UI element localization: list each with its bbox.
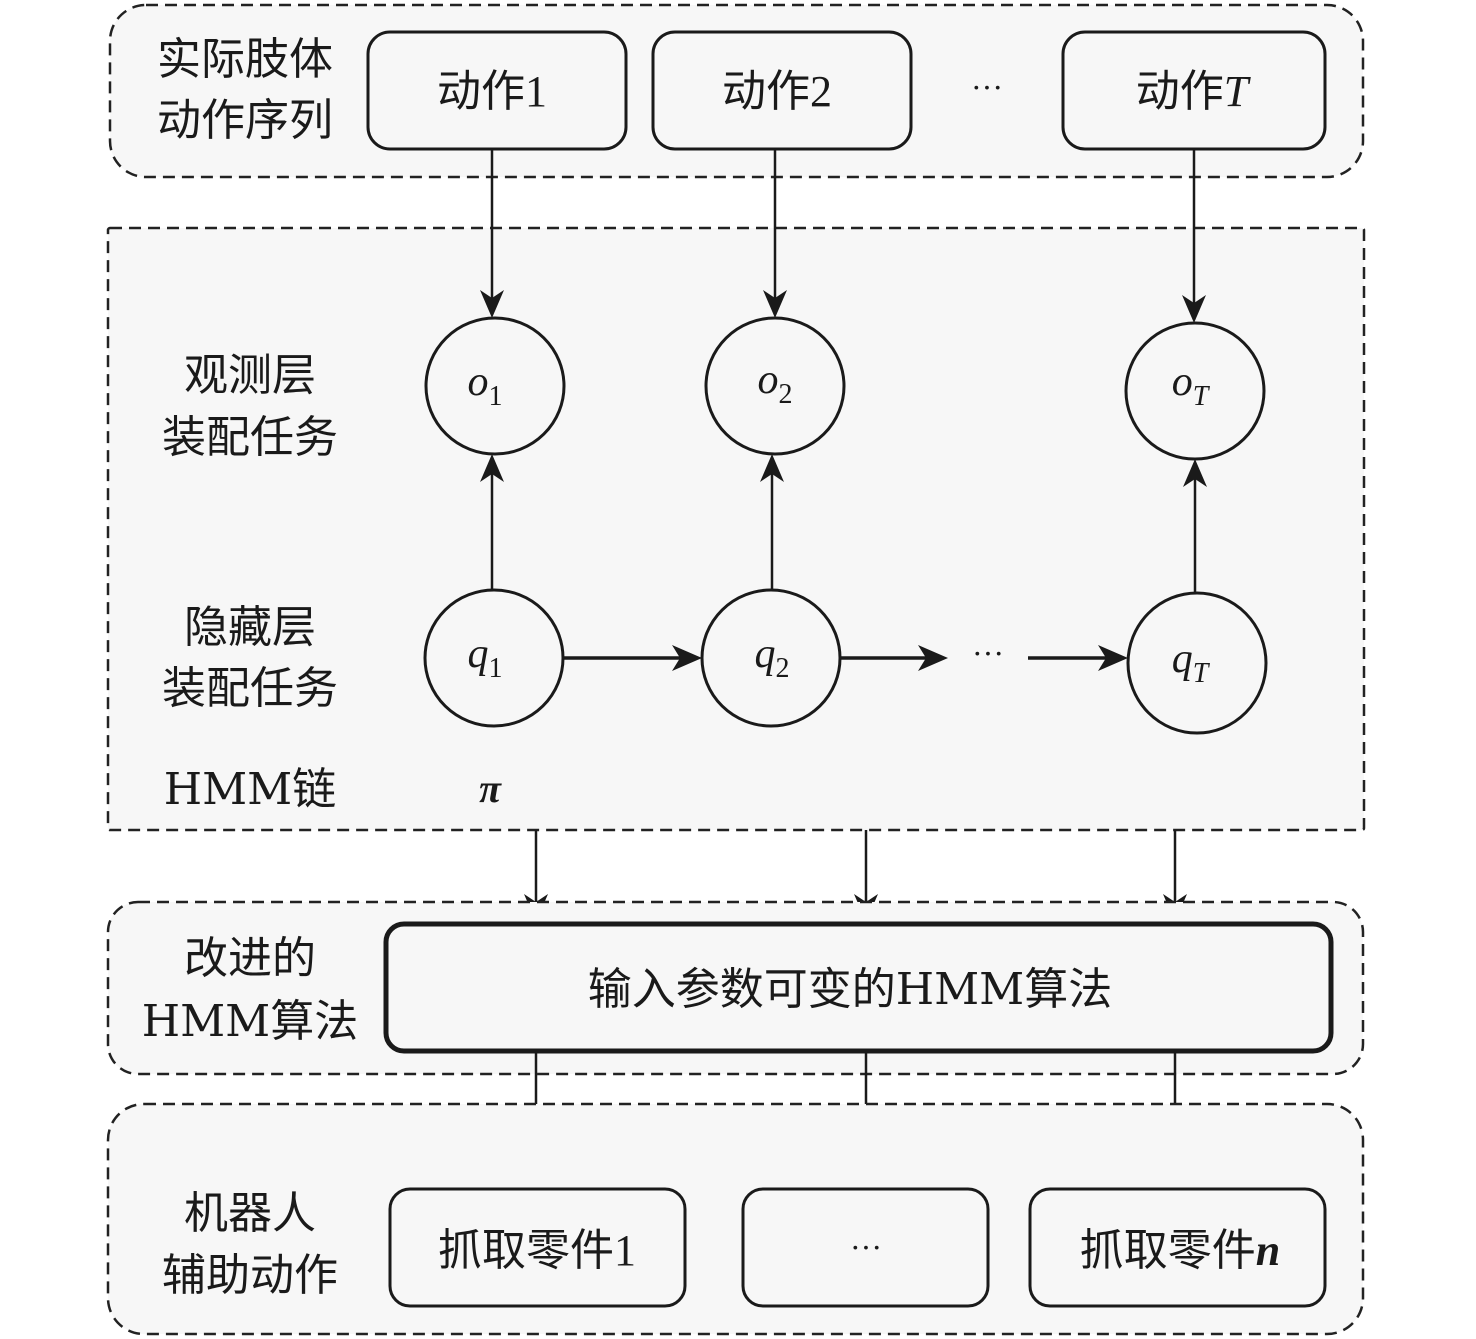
action-T-label: 动作T — [1136, 66, 1252, 117]
robot-output-box-n — [1028, 1187, 1327, 1308]
action-2-label: 动作2 — [722, 66, 832, 117]
observed-node-2 — [704, 316, 846, 456]
hidden-node-T — [1126, 591, 1268, 735]
initial-distribution-pi: π — [479, 766, 502, 811]
arrowhead-o2 — [763, 290, 787, 318]
arrowhead-ellipsis-qT — [1098, 645, 1128, 671]
action-1-label: 动作1 — [437, 66, 547, 117]
arrowhead-o1 — [480, 290, 504, 318]
hidden-node-T-label: qT — [1172, 636, 1211, 689]
hidden-node-1-label: q1 — [468, 631, 503, 684]
observed-node-1-label: o1 — [468, 359, 503, 412]
robot-output-1-label: 抓取零件1 — [438, 1225, 636, 1276]
robot-output-ellipsis-label: ··· — [850, 1229, 882, 1265]
observed-layer-label-line2: 装配任务 — [162, 412, 338, 463]
robot-actions-label-line1: 机器人 — [184, 1188, 316, 1239]
arrowhead-qT-oT — [1183, 459, 1207, 487]
improved-algorithm-label-line2: HMM算法 — [142, 996, 358, 1047]
hidden-chain-ellipsis: ··· — [972, 635, 1004, 671]
action-sequence-label-line2: 动作序列 — [157, 95, 333, 146]
hidden-layer-label-line2: 装配任务 — [162, 663, 338, 714]
hmm-chain-label: HMM链 — [164, 764, 336, 815]
arrowhead-q2-o2 — [760, 454, 784, 482]
improved-algorithm-label-line1: 改进的 — [184, 933, 316, 984]
observed-node-2-label: o2 — [758, 357, 793, 410]
algorithm-box — [383, 921, 1334, 1054]
arrowhead-q2-ellipsis — [918, 645, 948, 671]
action-sequence-label-line1: 实际肢体 — [157, 34, 333, 85]
arrowhead-q1-q2 — [672, 645, 702, 671]
robot-output-box-1 — [388, 1187, 687, 1308]
arrowhead-q1-o1 — [480, 454, 504, 482]
observed-node-1 — [424, 316, 566, 456]
action-box-2 — [651, 30, 913, 151]
arrowhead-oT — [1182, 295, 1206, 323]
actions-ellipsis: ··· — [971, 69, 1003, 105]
algorithm-box-label: 输入参数可变的HMM算法 — [588, 964, 1112, 1015]
observed-node-T-label: oT — [1172, 359, 1211, 412]
robot-output-box-ellipsis — [741, 1187, 990, 1308]
hidden-layer-label-line1: 隐藏层 — [184, 602, 316, 653]
hidden-node-2-label: q2 — [755, 631, 790, 684]
observed-layer-label-line1: 观测层 — [184, 350, 316, 401]
robot-actions-label-line2: 辅助动作 — [162, 1250, 338, 1301]
robot-output-n-label: 抓取零件n — [1080, 1225, 1280, 1276]
action-box-1 — [366, 30, 628, 151]
hmm-chain-group — [106, 226, 1366, 832]
